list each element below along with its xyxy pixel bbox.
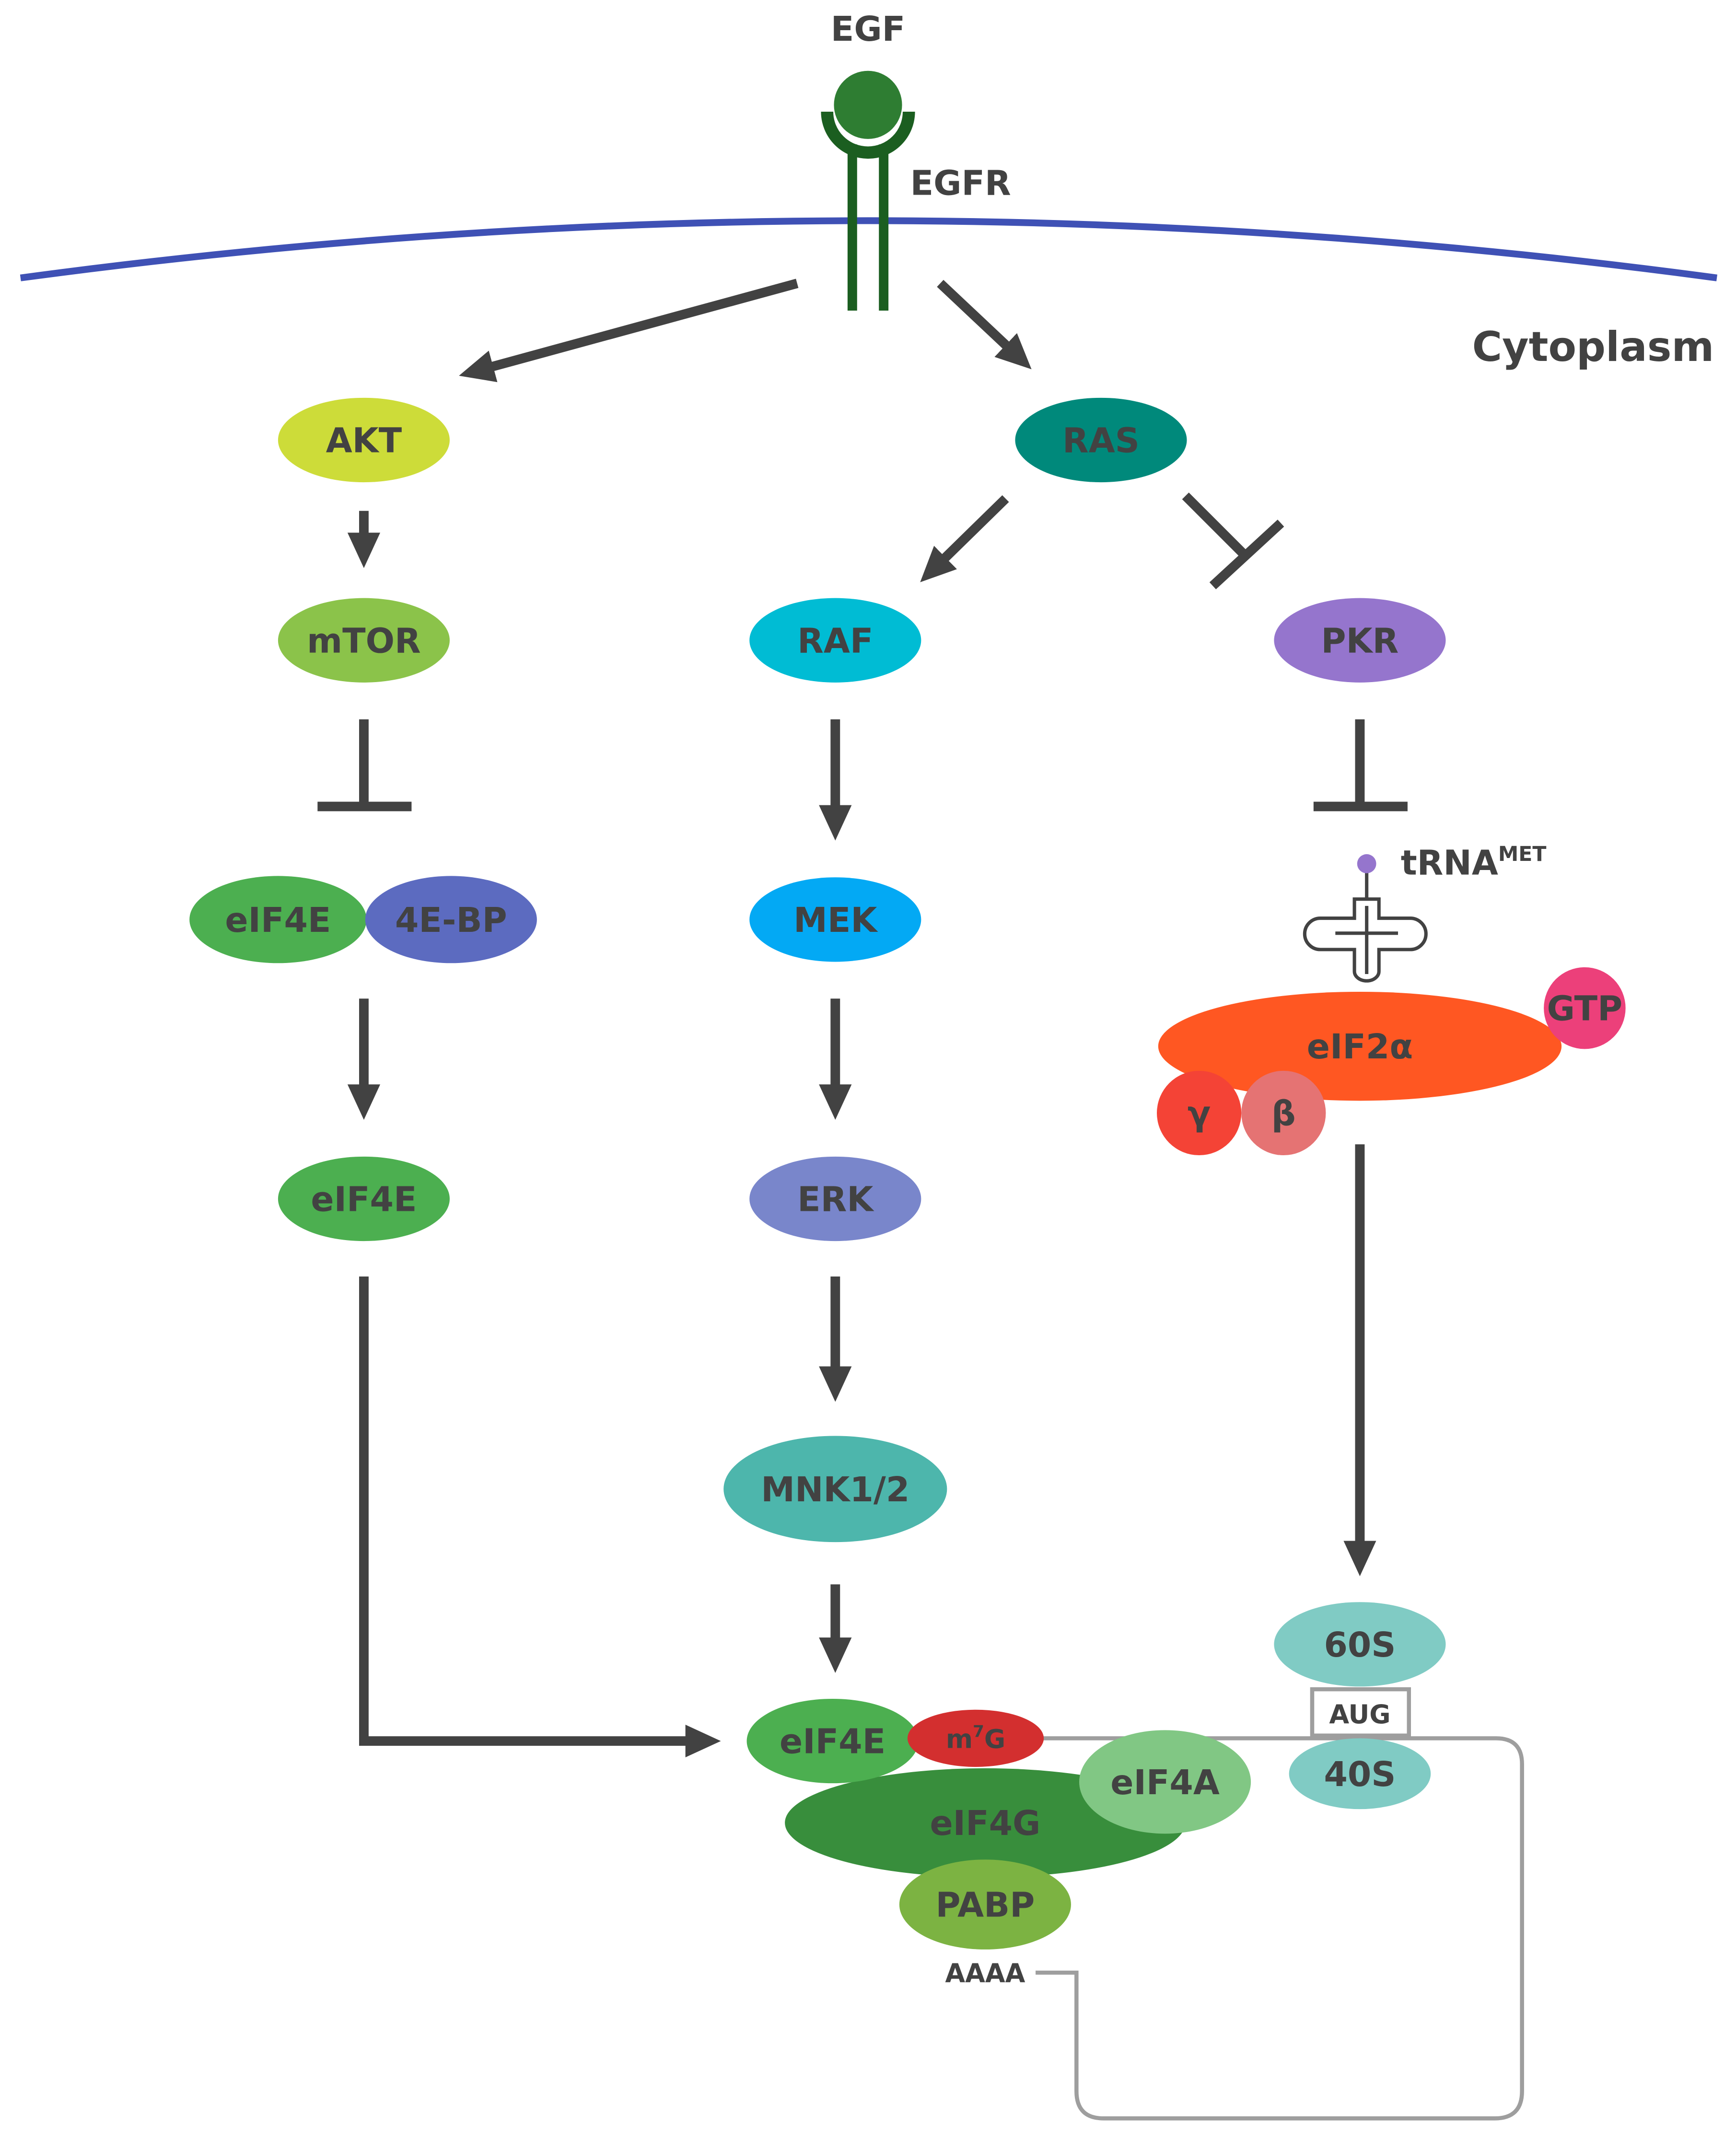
60s-subunit [1274,1602,1446,1687]
40s-label: 40S [1324,1754,1396,1794]
eif2a-node [1158,991,1562,1101]
4e-bp-label: 4E-BP [395,900,507,940]
egfr-receptor-stem-right [879,144,889,311]
arrows [347,279,1376,1758]
gtp-node [1544,967,1626,1049]
eif2-beta-node [1241,1070,1326,1156]
mek-node [749,877,921,962]
mnk-label: MNK1/2 [761,1470,909,1509]
60s-label: 60S [1324,1625,1396,1665]
eif4e-node [278,1156,450,1242]
eif2-beta-label: β [1271,1093,1296,1133]
mek-label: MEK [793,900,878,940]
m7g-cap-node [907,1709,1044,1767]
m7g-label: m7G [946,1722,1005,1754]
mnk-node [723,1436,947,1543]
aug-codon-box [1310,1687,1411,1738]
mtor-node [278,598,450,683]
pabp-label: PABP [936,1885,1035,1925]
cytoplasm-label: Cytoplasm [1472,324,1714,371]
akt-node [278,397,450,483]
eif4e-cap-node [746,1698,919,1784]
eif4a-label: eIF4A [1110,1763,1220,1802]
akt-label: AKT [326,421,402,461]
arrow-egfr-to-ras [937,279,1032,370]
arrow-ras-to-raf [920,495,1009,582]
raf-node [749,598,921,683]
pkr-node [1274,598,1446,683]
egfr-label: EGFR [910,163,1011,203]
eif2-gamma-label: γ [1188,1093,1211,1133]
40s-subunit [1289,1738,1431,1810]
aug-label: AUG [1329,1699,1390,1729]
eif2-gamma-node [1157,1070,1242,1156]
gtp-label: GTP [1547,989,1623,1029]
egf-label: EGF [831,9,905,49]
eif4e-complex-label: eIF4E [225,900,331,940]
erk-node [749,1156,921,1242]
mtor-label: mTOR [307,621,421,661]
ras-label: RAS [1062,421,1140,461]
egf-ligand [834,70,902,139]
eif4g-label: eIF4G [930,1803,1040,1843]
mrna-strand [1036,1736,1524,2121]
4e-bp-node [365,876,537,963]
erk-label: ERK [797,1180,874,1219]
inhibit-ras-pkr-line [1182,492,1247,557]
raf-label: RAF [797,621,873,661]
eif4e-cap-label: eIF4E [780,1722,885,1762]
pkr-label: PKR [1321,621,1399,661]
inhibitions [317,492,1408,812]
trna-icon [1303,869,1428,983]
inhibit-ras-pkr-bar [1209,520,1284,590]
trna-met-dot [1357,854,1376,873]
arrow-egfr-to-akt [459,279,799,383]
egfr-receptor-stem-left [847,144,857,311]
cell-membrane [20,217,1718,281]
pabp-node [899,1859,1071,1950]
eif2a-label: eIF2α [1307,1027,1413,1067]
eif4e-label: eIF4E [311,1180,417,1219]
eif4a-node [1079,1730,1251,1834]
ras-node [1015,397,1187,483]
arrow-eif4e-to-cap-complex [359,1276,721,1758]
trna-label: tRNAMET [1401,842,1547,882]
eif4e-complex-node [189,876,367,963]
poly-a-tail-label: AAAA [945,1958,1025,1988]
egfr-receptor-cup [821,111,915,159]
